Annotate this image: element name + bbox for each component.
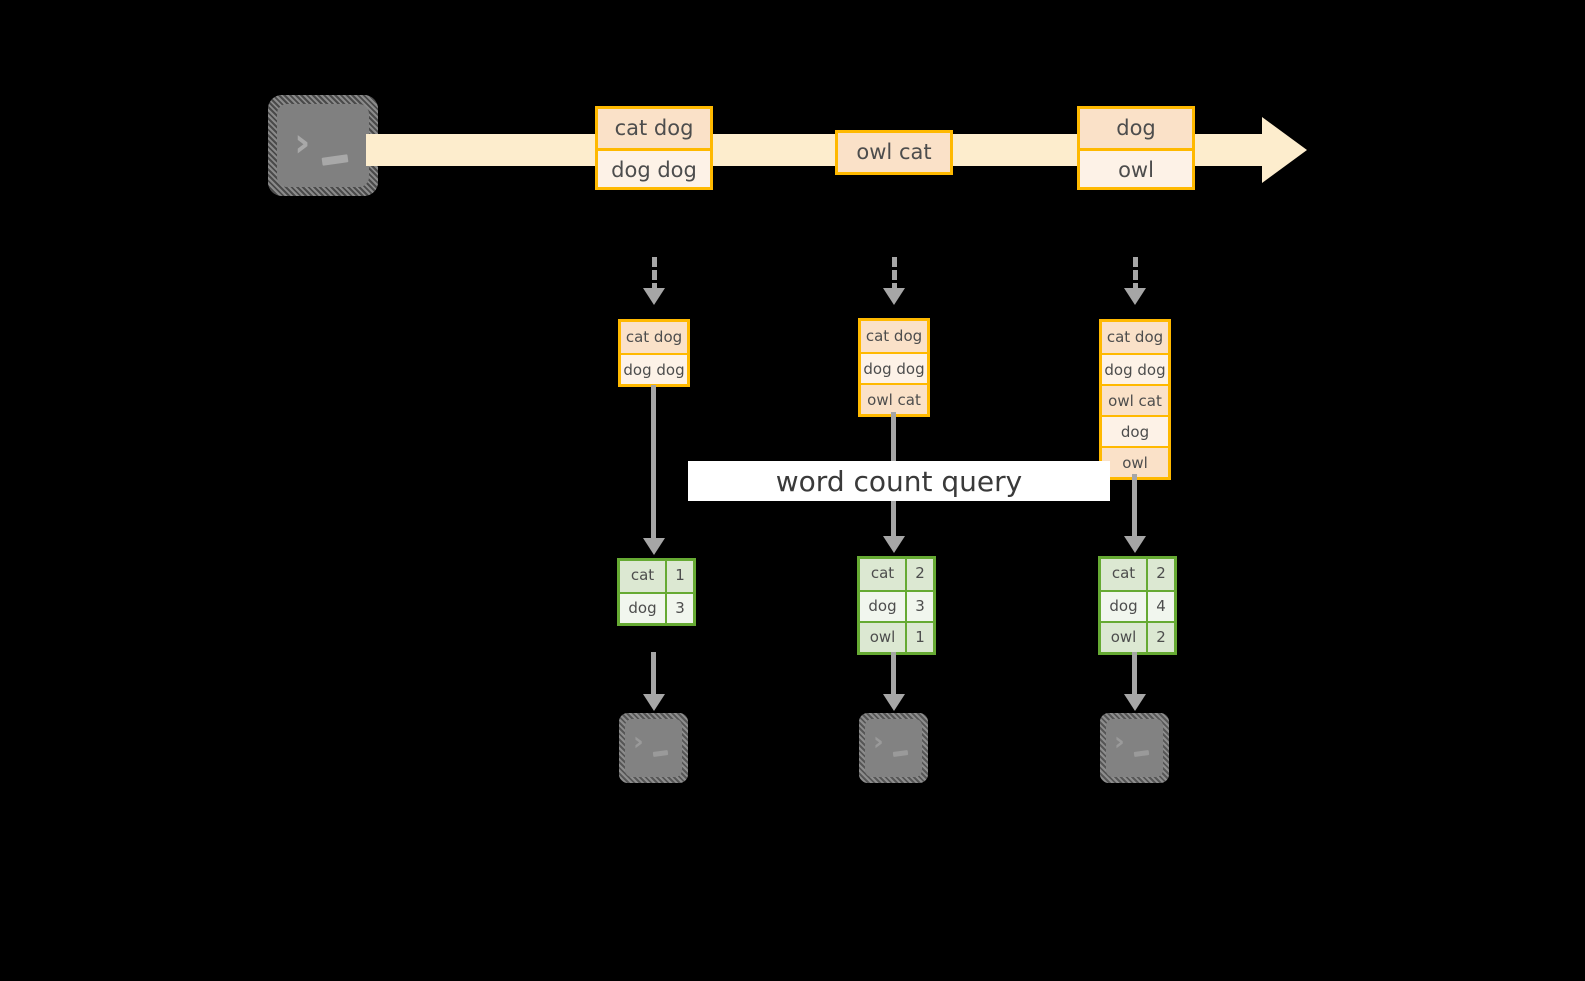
event-stream-arrowhead-icon bbox=[1262, 117, 1307, 183]
terminal-chevron-icon: › bbox=[1114, 727, 1125, 757]
stream-snapshot-3: cat dog dog dog owl cat dog owl bbox=[1099, 319, 1171, 480]
stream-snapshot-1: cat dog dog dog bbox=[618, 319, 690, 387]
sink-connector-2-arrowhead-icon bbox=[883, 694, 905, 711]
result-row: owl 1 bbox=[860, 621, 933, 652]
sink-connector-1-arrowhead-icon bbox=[643, 694, 665, 711]
result-row: cat 2 bbox=[860, 559, 933, 590]
snapshot-row: dog dog bbox=[1102, 353, 1168, 384]
dashed-connector-2 bbox=[892, 257, 897, 293]
stream-event-line: owl cat bbox=[838, 133, 950, 172]
result-count: 2 bbox=[1146, 623, 1174, 652]
stream-event-line: owl bbox=[1080, 148, 1192, 187]
stream-event-3: dog owl bbox=[1077, 106, 1195, 190]
sink-terminal-1-icon: › bbox=[619, 713, 688, 783]
sink-connector-3-arrowhead-icon bbox=[1124, 694, 1146, 711]
terminal-prompt: › bbox=[268, 95, 378, 196]
snapshot-row: dog dog bbox=[621, 353, 687, 384]
dashed-connector-1 bbox=[652, 257, 657, 293]
stream-event-2: owl cat bbox=[835, 130, 953, 175]
sink-terminal-3-icon: › bbox=[1100, 713, 1169, 783]
query-connector-3-arrowhead-icon bbox=[1124, 536, 1146, 553]
result-count: 1 bbox=[665, 561, 693, 592]
result-row: dog 3 bbox=[860, 590, 933, 621]
terminal-cursor-icon bbox=[652, 749, 669, 758]
result-table-1: cat 1 dog 3 bbox=[617, 558, 696, 626]
snapshot-row: owl cat bbox=[1102, 384, 1168, 415]
result-row: dog 4 bbox=[1101, 590, 1174, 621]
result-word: owl bbox=[1101, 623, 1146, 652]
terminal-chevron-icon: › bbox=[873, 727, 884, 757]
sink-connector-1 bbox=[651, 652, 656, 698]
result-word: cat bbox=[860, 559, 905, 590]
result-word: dog bbox=[620, 594, 665, 623]
terminal-prompt: › bbox=[619, 713, 688, 783]
stream-snapshot-2: cat dog dog dog owl cat bbox=[858, 318, 930, 417]
snapshot-row: owl cat bbox=[861, 383, 927, 414]
result-word: cat bbox=[1101, 559, 1146, 590]
result-count: 3 bbox=[665, 594, 693, 623]
result-count: 2 bbox=[905, 559, 933, 590]
snapshot-row: dog bbox=[1102, 415, 1168, 446]
stream-event-line: dog bbox=[1080, 109, 1192, 148]
snapshot-row: cat dog bbox=[621, 322, 687, 353]
result-count: 2 bbox=[1146, 559, 1174, 590]
sink-connector-3 bbox=[1132, 652, 1137, 698]
sink-connector-2 bbox=[891, 652, 896, 698]
dashed-connector-3 bbox=[1133, 257, 1138, 293]
terminal-cursor-icon bbox=[1133, 749, 1150, 758]
result-word: cat bbox=[620, 561, 665, 592]
snapshot-row: cat dog bbox=[1102, 322, 1168, 353]
result-row: cat 1 bbox=[620, 561, 693, 592]
terminal-body bbox=[1106, 719, 1163, 777]
terminal-body bbox=[865, 719, 922, 777]
result-row: cat 2 bbox=[1101, 559, 1174, 590]
stream-event-1: cat dog dog dog bbox=[595, 106, 713, 190]
result-table-3: cat 2 dog 4 owl 2 bbox=[1098, 556, 1177, 655]
result-row: dog 3 bbox=[620, 592, 693, 623]
result-count: 1 bbox=[905, 623, 933, 652]
terminal-cursor-icon bbox=[321, 154, 349, 166]
terminal-prompt: › bbox=[859, 713, 928, 783]
sink-terminal-2-icon: › bbox=[859, 713, 928, 783]
query-connector-1-arrowhead-icon bbox=[643, 538, 665, 555]
result-word: dog bbox=[1101, 592, 1146, 621]
result-count: 4 bbox=[1146, 592, 1174, 621]
terminal-body bbox=[625, 719, 682, 777]
terminal-body bbox=[277, 104, 369, 187]
result-word: dog bbox=[860, 592, 905, 621]
dashed-connector-1-arrowhead-icon bbox=[643, 288, 665, 305]
source-terminal-icon: › bbox=[268, 95, 378, 196]
terminal-prompt: › bbox=[1100, 713, 1169, 783]
terminal-chevron-icon: › bbox=[633, 727, 644, 757]
result-word: owl bbox=[860, 623, 905, 652]
query-connector-1 bbox=[651, 385, 656, 543]
query-connector-3 bbox=[1132, 474, 1137, 543]
query-label-background bbox=[688, 461, 1110, 501]
snapshot-row: cat dog bbox=[861, 321, 927, 352]
snapshot-row: owl bbox=[1102, 446, 1168, 477]
result-count: 3 bbox=[905, 592, 933, 621]
dashed-connector-3-arrowhead-icon bbox=[1124, 288, 1146, 305]
result-table-2: cat 2 dog 3 owl 1 bbox=[857, 556, 936, 655]
snapshot-row: dog dog bbox=[861, 352, 927, 383]
terminal-cursor-icon bbox=[892, 749, 909, 758]
dashed-connector-2-arrowhead-icon bbox=[883, 288, 905, 305]
query-connector-2-arrowhead-icon bbox=[883, 536, 905, 553]
stream-event-line: cat dog bbox=[598, 109, 710, 148]
stream-event-line: dog dog bbox=[598, 148, 710, 187]
result-row: owl 2 bbox=[1101, 621, 1174, 652]
terminal-chevron-icon: › bbox=[294, 120, 311, 166]
query-label: word count query bbox=[775, 464, 1023, 498]
